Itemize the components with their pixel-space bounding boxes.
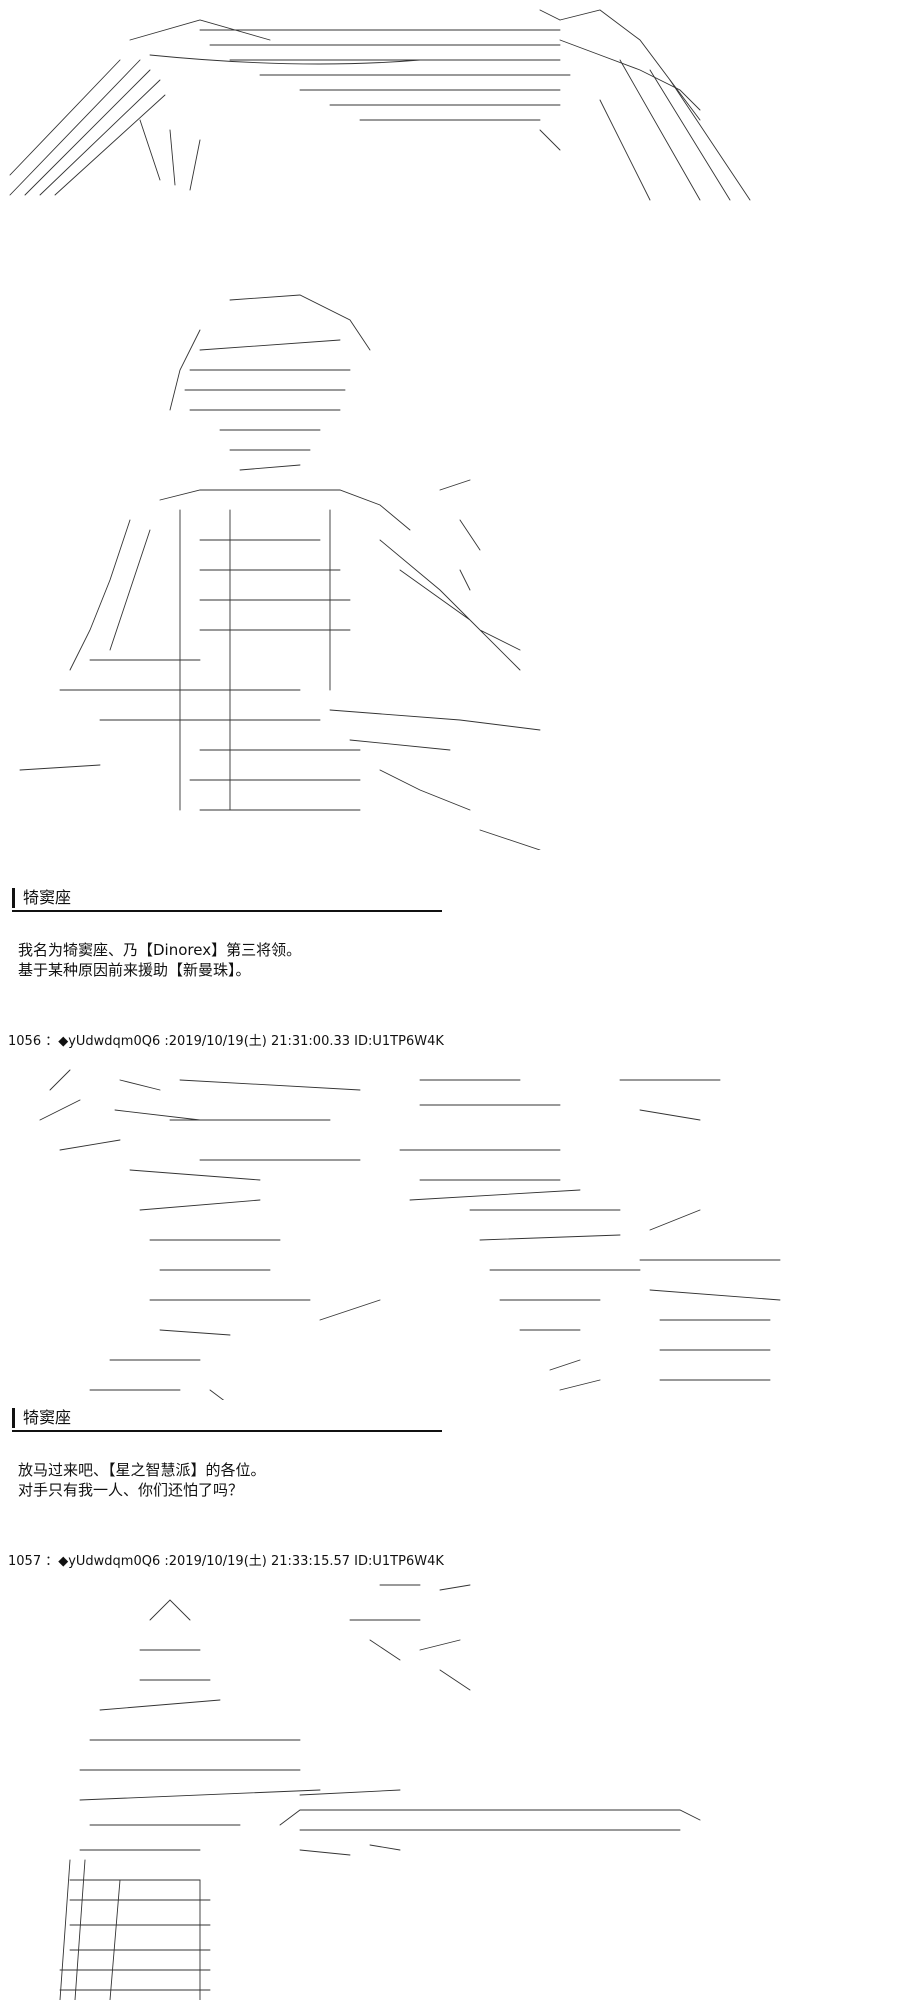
speaker-name: 犄窦座	[12, 1408, 442, 1428]
ascii-art-figure-panel	[0, 290, 910, 850]
hands-art-drawing	[9, 9, 751, 201]
speech-text: 放马过来吧、【星之智慧派】的各位。 对手只有我一人、你们还怕了吗？	[18, 1460, 266, 1500]
ascii-art-hands-panel	[0, 0, 910, 210]
speaker-label-block: 犄窦座	[12, 1408, 442, 1432]
figure-art-drawing	[19, 294, 541, 850]
speaker-underline	[12, 1430, 442, 1432]
speech-line: 基于某种原因前来援助【新曼珠】。	[18, 961, 251, 979]
spear-art-drawing	[59, 1584, 701, 2000]
lettering-art-drawing	[39, 1069, 781, 1400]
speech-line: 对手只有我一人、你们还怕了吗？	[18, 1481, 244, 1499]
speaker-label-block: 犄窦座	[12, 888, 442, 912]
speech-line: 放马过来吧、【星之智慧派】的各位。	[18, 1461, 266, 1479]
ascii-art-spear-panel	[0, 1580, 910, 2000]
post-header: 1056 ：◆yUdwdqm0Q6 :2019/10/19(土) 21:31:0…	[8, 1034, 444, 1049]
post-header: 1057 ：◆yUdwdqm0Q6 :2019/10/19(土) 21:33:1…	[8, 1554, 444, 1569]
speech-line: 我名为犄窦座、乃【Dinorex】第三将领。	[18, 941, 302, 959]
ascii-art-lettering-panel	[0, 1060, 910, 1400]
speech-text: 我名为犄窦座、乃【Dinorex】第三将领。 基于某种原因前来援助【新曼珠】。	[18, 940, 301, 980]
speaker-name: 犄窦座	[12, 888, 442, 908]
speaker-underline	[12, 910, 442, 912]
